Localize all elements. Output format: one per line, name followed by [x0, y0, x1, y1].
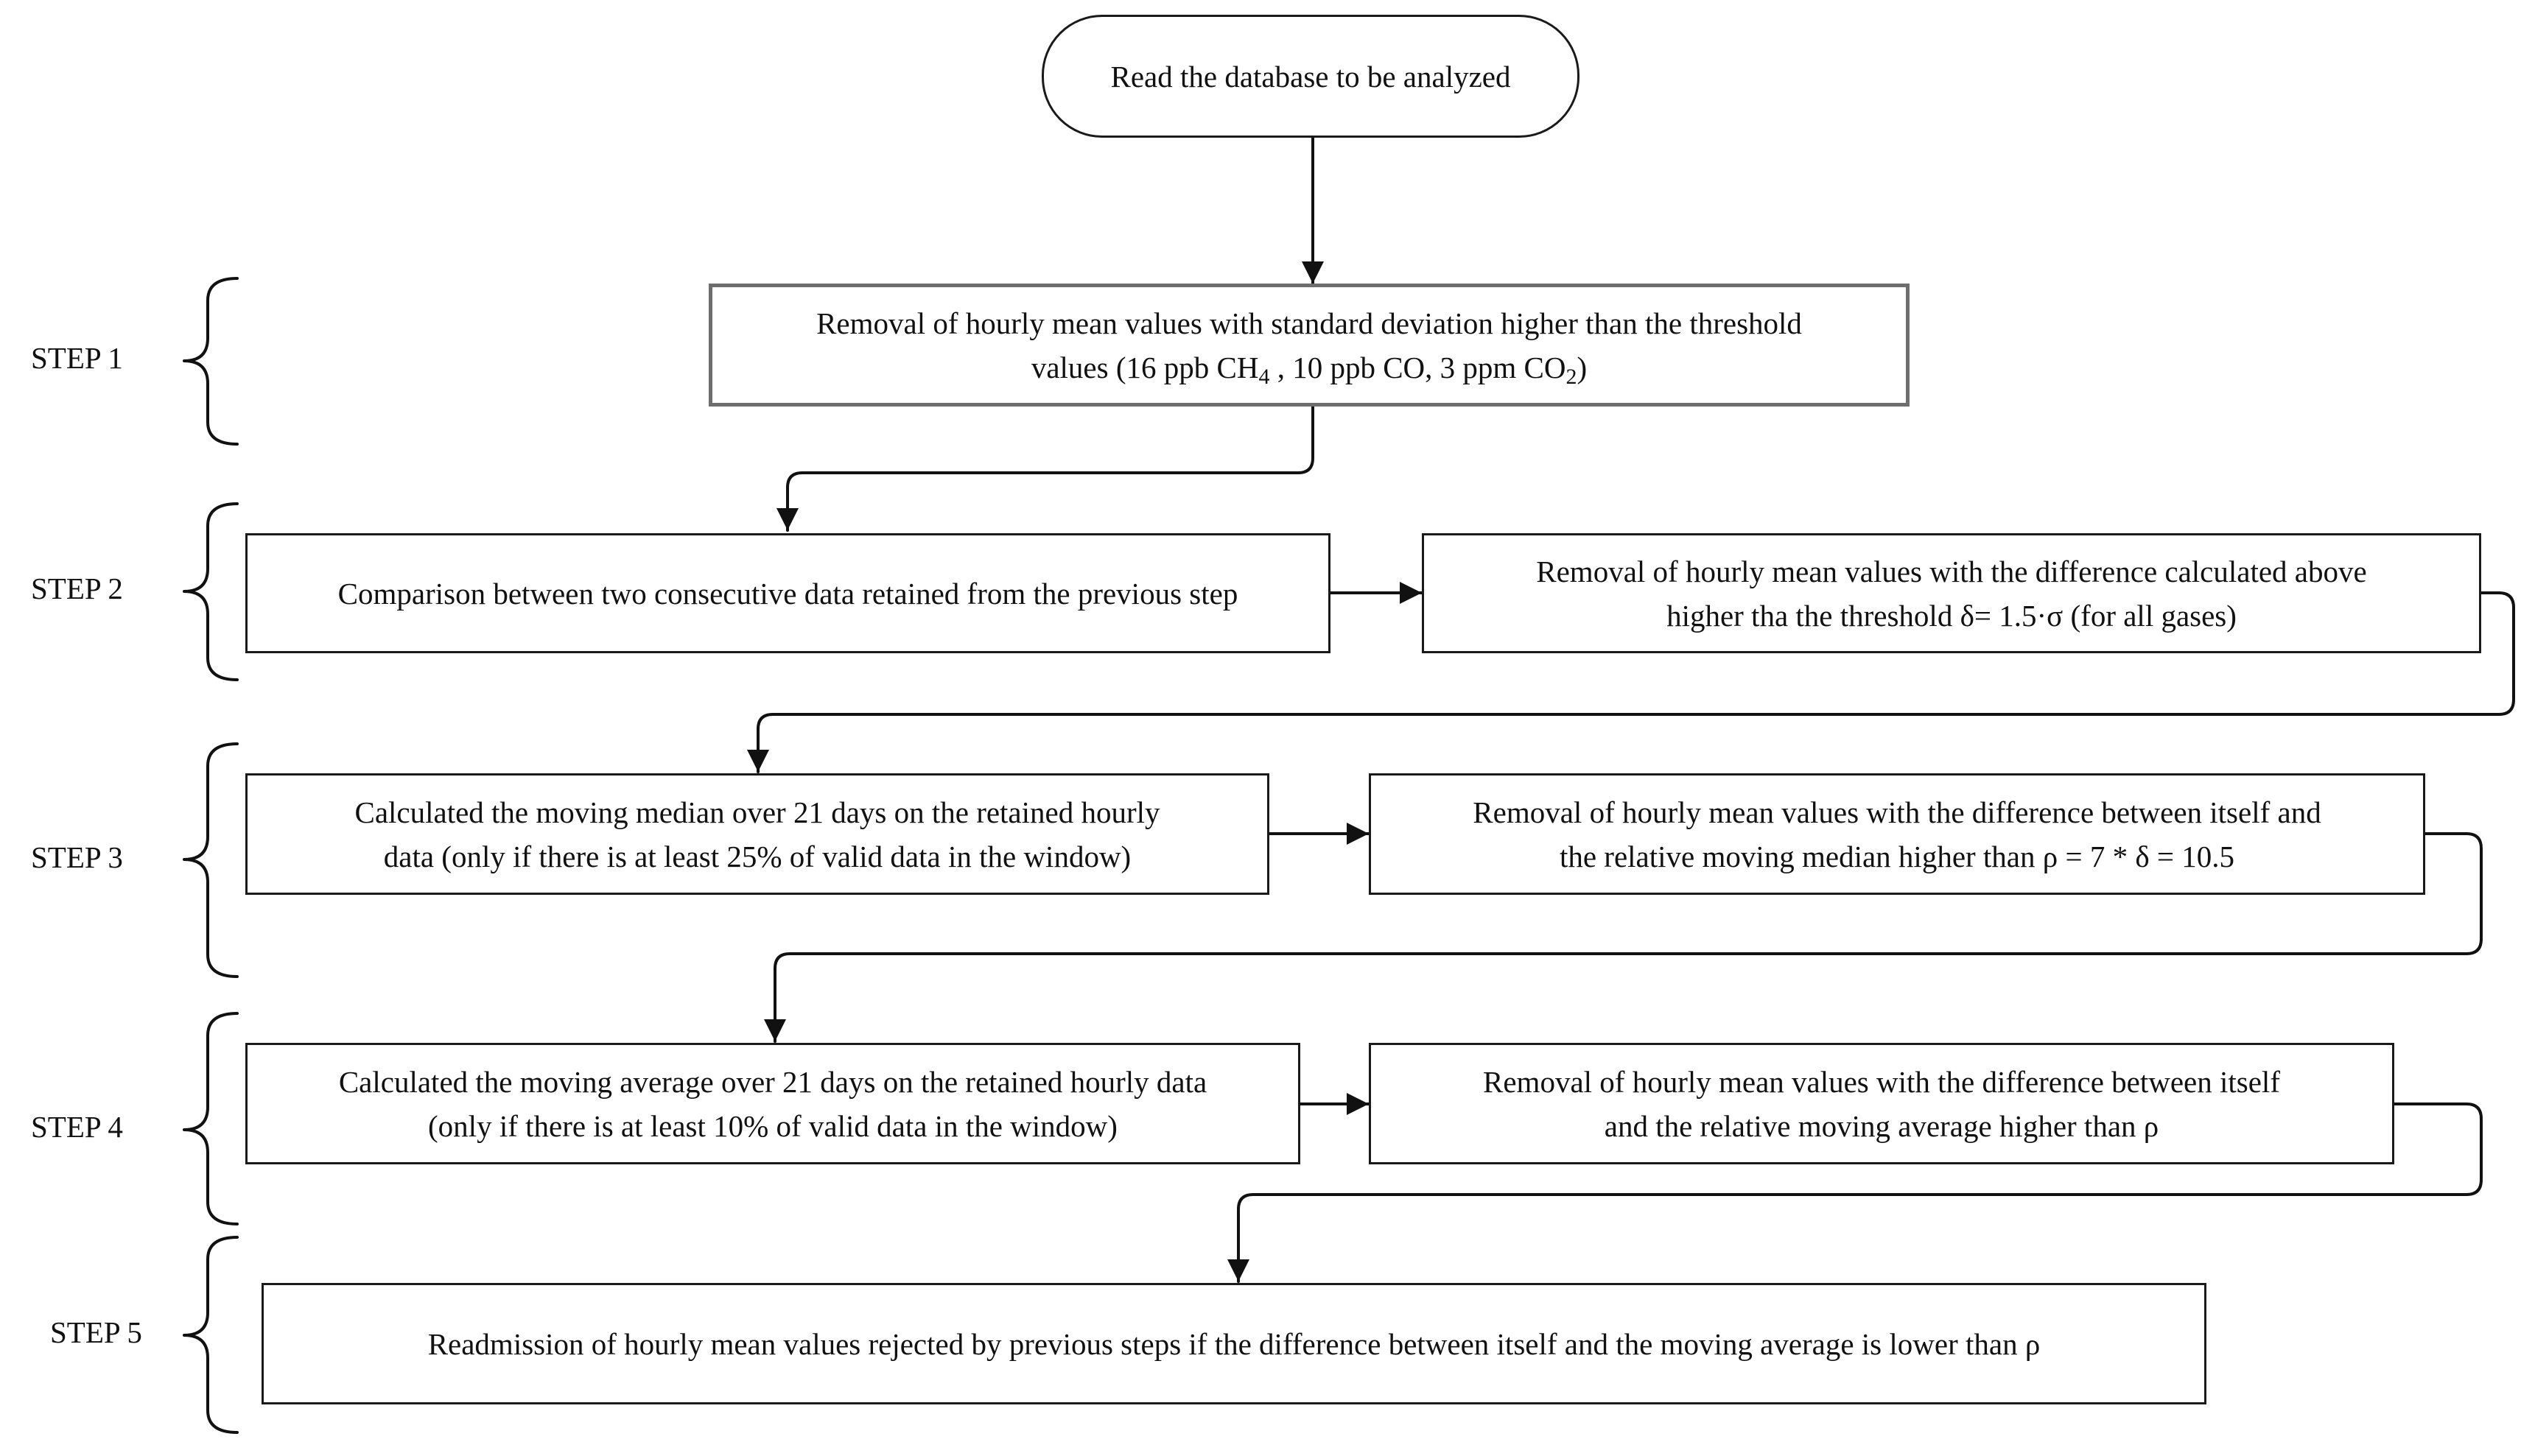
- step3-median-line1: Calculated the moving median over 21 day…: [354, 795, 1160, 829]
- step1-text-line1: Removal of hourly mean values with stand…: [816, 306, 1802, 340]
- brace-step5: [183, 1236, 239, 1434]
- brace-step2: [183, 502, 239, 681]
- brace-step1: [183, 277, 239, 446]
- step-4-label: STEP 4: [31, 1110, 123, 1144]
- brace-step4: [183, 1012, 239, 1225]
- step4-average-line2: (only if there is at least 10% of valid …: [428, 1108, 1118, 1143]
- arrow-step3-to-step4: [764, 832, 2483, 1043]
- step4-removal-line1: Removal of hourly mean values with the d…: [1483, 1064, 2280, 1099]
- step3-median-line2: data (only if there is at least 25% of v…: [383, 839, 1132, 873]
- step-3-label: STEP 3: [31, 840, 123, 874]
- step-1-label: STEP 1: [31, 341, 123, 375]
- step2-removal-line1: Removal of hourly mean values with the d…: [1536, 554, 2367, 588]
- start-node: Read the database to be analyzed: [1042, 15, 1579, 138]
- step5-readmission-text: Readmission of hourly mean values reject…: [427, 1326, 2041, 1361]
- step3-removal-line1: Removal of hourly mean values with the d…: [1473, 795, 2321, 829]
- step2-comparison-text: Comparison between two consecutive data …: [337, 576, 1238, 611]
- arrow-step4-to-step5: [1227, 1102, 2483, 1283]
- step3-median-box: Calculated the moving median over 21 day…: [245, 773, 1269, 895]
- step5-readmission-box: Readmission of hourly mean values reject…: [262, 1283, 2206, 1404]
- start-node-label: Read the database to be analyzed: [1110, 59, 1511, 94]
- step4-average-line1: Calculated the moving average over 21 da…: [338, 1064, 1207, 1099]
- arrow-step2-to-step3: [747, 591, 2515, 773]
- arrow-step1-to-step2: [776, 405, 1314, 532]
- step-2-label: STEP 2: [31, 572, 123, 605]
- step1-text-line2: values (16 ppb CH4 , 10 ppb CO, 3 ppm CO…: [1031, 350, 1588, 389]
- step3-removal-line2: the relative moving median higher than ρ…: [1559, 839, 2235, 873]
- step2-removal-line2: higher tha the threshold δ= 1.5·σ (for a…: [1666, 598, 2237, 633]
- step2-comparison-box: Comparison between two consecutive data …: [245, 533, 1330, 653]
- step1-process-box: Removal of hourly mean values with stand…: [709, 284, 1910, 407]
- step2-removal-box: Removal of hourly mean values with the d…: [1422, 533, 2481, 653]
- step4-removal-line2: and the relative moving average higher t…: [1604, 1108, 2159, 1143]
- step4-average-box: Calculated the moving average over 21 da…: [245, 1043, 1300, 1164]
- step3-removal-box: Removal of hourly mean values with the d…: [1369, 773, 2425, 895]
- step-5-label: STEP 5: [50, 1315, 142, 1349]
- step4-removal-box: Removal of hourly mean values with the d…: [1369, 1043, 2394, 1164]
- brace-step3: [183, 742, 239, 978]
